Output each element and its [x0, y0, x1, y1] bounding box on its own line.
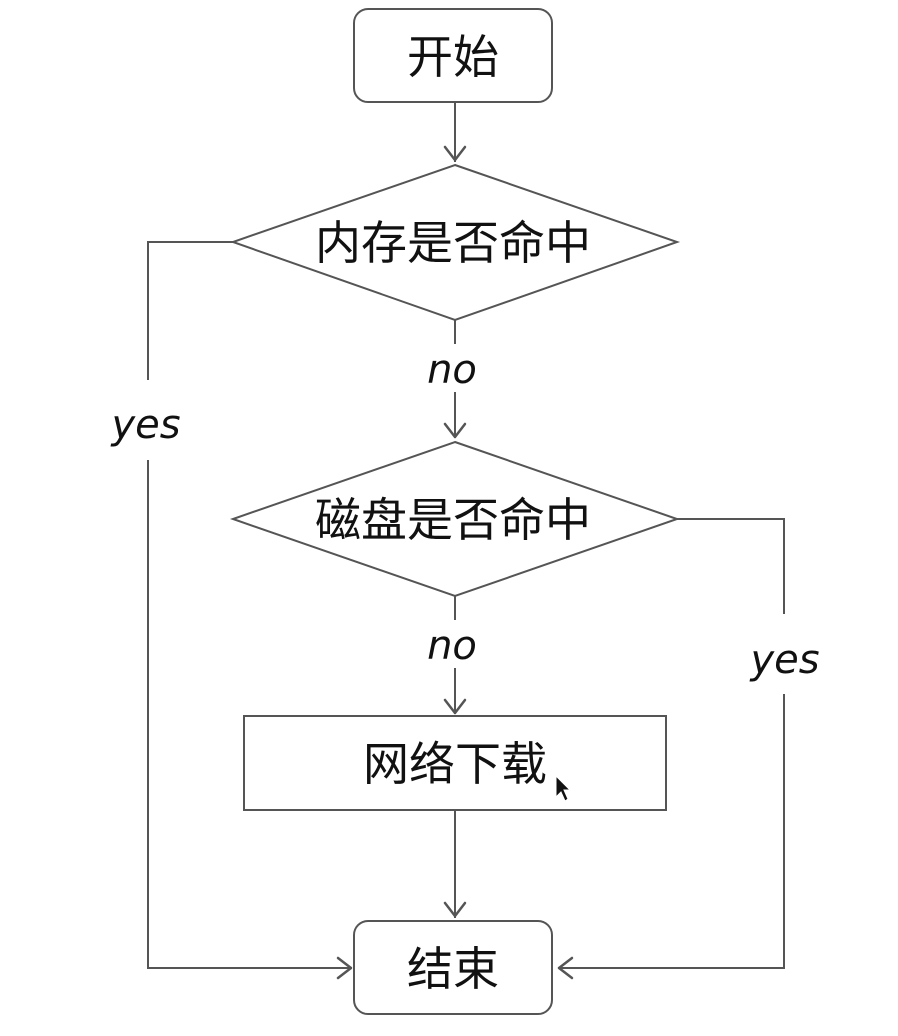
- memory-hit-decision: 内存是否命中: [229, 163, 681, 322]
- edge-label-disk-yes: yes: [749, 637, 819, 683]
- start-node: 开始: [353, 8, 553, 103]
- edge-label-disk-no: no: [427, 623, 477, 669]
- arrowhead-download-to-end: [443, 901, 467, 918]
- arrowhead-memory-to-disk: [443, 422, 467, 439]
- arrowhead-start-to-memory: [443, 145, 467, 162]
- end-node-box: [353, 920, 553, 1015]
- edge-label-memory-no: no: [427, 347, 477, 393]
- disk-hit-diamond: [229, 440, 681, 598]
- arrowhead-disk-yes-to-end: [557, 956, 574, 980]
- mask-memory-yes: [100, 380, 196, 460]
- edge-disk-yes-to-end: [558, 518, 785, 969]
- network-download-box: [243, 715, 667, 811]
- end-node-label: 结束: [407, 942, 499, 996]
- end-node: 结束: [353, 920, 553, 1015]
- memory-hit-label: 内存是否命中: [315, 216, 591, 270]
- start-node-box: [353, 8, 553, 103]
- mask-disk-yes: [736, 614, 832, 694]
- network-download-label: 网络下载: [363, 737, 547, 791]
- arrowhead-disk-to-download: [443, 698, 467, 715]
- mask-memory-no: [418, 344, 492, 392]
- disk-hit-label: 磁盘是否命中: [315, 493, 591, 547]
- disk-hit-decision: 磁盘是否命中: [229, 440, 681, 598]
- edge-memory-yes-to-end: [147, 241, 352, 969]
- start-node-label: 开始: [407, 30, 499, 84]
- edge-label-memory-yes: yes: [110, 402, 180, 448]
- network-download-process: 网络下载: [243, 715, 667, 811]
- mask-disk-no: [418, 620, 492, 668]
- memory-hit-diamond: [229, 163, 681, 322]
- arrowhead-memory-yes-to-end: [336, 956, 353, 980]
- mouse-cursor-icon: [555, 774, 572, 802]
